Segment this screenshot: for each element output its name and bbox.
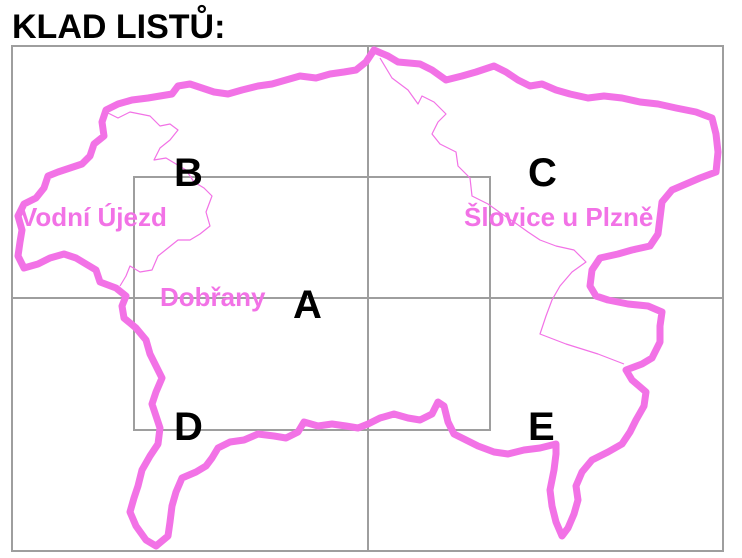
cadastral-outer-boundary <box>14 46 722 550</box>
sheet-frame-a <box>133 176 491 431</box>
sheet-label-d: D <box>174 405 203 449</box>
sheet-label-a: A <box>293 283 322 327</box>
place-label-slovice: Šlovice u Plzně <box>464 202 653 232</box>
place-label-dobrany: Dobřany <box>160 282 266 312</box>
boundary-vodni-ujezd-dobrany <box>105 111 213 287</box>
place-label-vodni-ujezd: Vodní Újezd <box>20 202 167 232</box>
boundary-dobrany-slovice <box>379 57 625 365</box>
map-title: KLAD LISTŮ: <box>12 5 225 46</box>
sheet-label-c: C <box>528 151 557 195</box>
sheet-label-b: B <box>174 151 203 195</box>
cadastral-inner-boundaries <box>105 57 625 365</box>
sheet-label-e: E <box>528 405 555 449</box>
